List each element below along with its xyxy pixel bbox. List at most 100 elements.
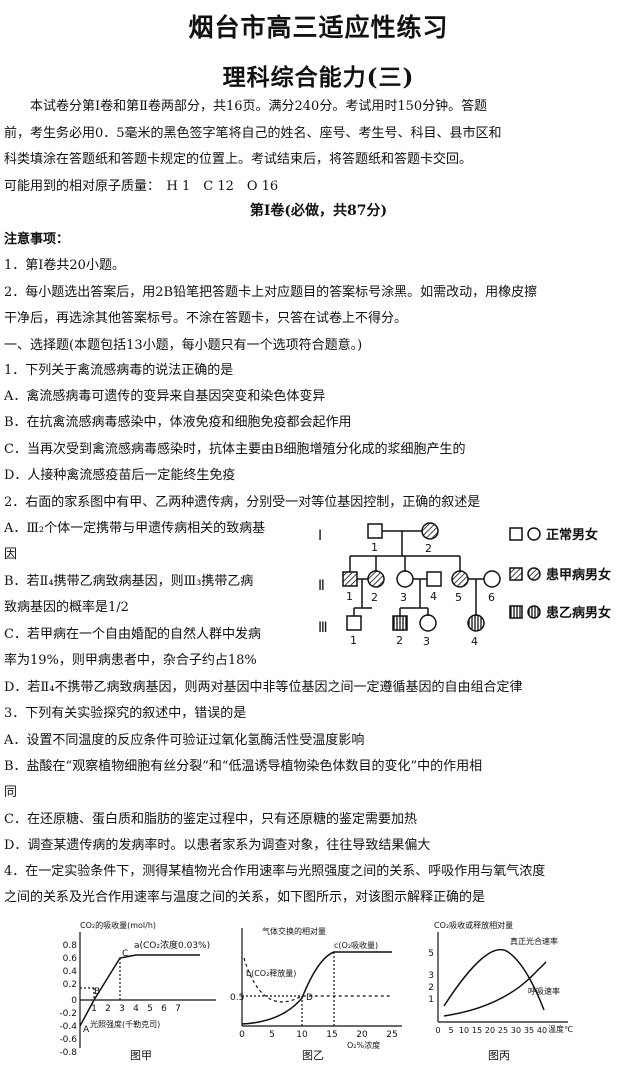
svg-text:0.5: 0.5 — [230, 993, 244, 1003]
female-normal — [396, 570, 414, 588]
svg-text:3: 3 — [400, 591, 407, 604]
svg-text:4: 4 — [430, 590, 437, 603]
svg-text:30: 30 — [511, 1026, 521, 1035]
svg-text:真正光合速率: 真正光合速率 — [510, 936, 558, 946]
male-normal — [426, 571, 442, 587]
svg-text:C: C — [122, 949, 128, 959]
svg-text:6: 6 — [488, 591, 495, 604]
svg-text:3: 3 — [428, 971, 434, 981]
svg-text:0: 0 — [71, 996, 77, 1006]
male-normal — [367, 523, 383, 539]
option-c: C．若甲病在一个自由婚配的自然人群中发病 — [4, 627, 261, 642]
svg-text:c(O₂吸收量): c(O₂吸收量) — [334, 940, 378, 950]
svg-text:a(CO₂浓度0.03%): a(CO₂浓度0.03%) — [134, 939, 210, 951]
option-d: D．若Ⅱ₄不携带乙病致病基因，则两对基因中非等位基因之间一定遵循基因的自由组合定… — [4, 680, 523, 695]
gen-label: Ⅲ — [318, 620, 328, 636]
note-line: 干净后，再选涂其他答案标号。不涂在答题卡，只答在试卷上不得分。 — [4, 311, 408, 326]
svg-text:15: 15 — [326, 1030, 337, 1040]
notes-title: 注意事项： — [4, 232, 70, 247]
svg-text:2: 2 — [371, 591, 378, 604]
svg-text:CO₂的吸收量(mol/h): CO₂的吸收量(mol/h) — [80, 920, 156, 930]
svg-text:5: 5 — [147, 1004, 153, 1014]
svg-text:5: 5 — [269, 1030, 275, 1040]
svg-text:0.8: 0.8 — [63, 941, 78, 951]
atomic-mass-line: 可能用到的相对原子质量： H 1 C 12 O 16 — [4, 179, 279, 194]
option-b-cont: 同 — [4, 785, 18, 800]
svg-text:5: 5 — [455, 591, 462, 604]
female-disease-a — [367, 570, 385, 588]
figure-bing: CO₂吸收或释放相对量 5 3 2 1 0 5 10 15 20 25 30 3… — [428, 920, 573, 1062]
svg-text:2: 2 — [425, 542, 432, 555]
option-b-cont: 致病基因的概率是1/2 — [4, 600, 129, 615]
legend-label: 患甲病男女 — [546, 567, 611, 583]
svg-text:0.6: 0.6 — [63, 954, 78, 964]
note-line: 1．第Ⅰ卷共20小题。 — [4, 258, 125, 273]
svg-text:35: 35 — [524, 1026, 534, 1035]
svg-text:气体交换的相对量: 气体交换的相对量 — [262, 926, 326, 936]
question-stem: 1．下列关于禽流感病毒的说法正确的是 — [4, 363, 234, 378]
part-title: 一、选择题(本题包括13小题，每小题只有一个选项符合题意。) — [4, 338, 363, 353]
page-subtitle: 理科综合能力(三) — [222, 64, 415, 91]
figure-caption: 图丙 — [488, 1049, 510, 1062]
svg-text:1: 1 — [346, 590, 353, 603]
option-a: A．Ⅲ₂个体一定携带与甲遗传病相关的致病基 — [4, 521, 266, 536]
question-stem-cont: 之间的关系及光合作用速率与温度之间的关系，如下图所示，对该图示解释正确的是 — [4, 890, 486, 905]
option-a: A．禽流感病毒可遗传的变异来自基因突变和染色体变异 — [4, 389, 326, 404]
svg-text:7: 7 — [175, 1004, 181, 1014]
option-a: A．设置不同温度的反应条件可验证过氧化氢酶活性受温度影响 — [4, 733, 365, 748]
svg-text:1: 1 — [428, 995, 434, 1005]
svg-text:20: 20 — [356, 1030, 368, 1040]
question-stem: 3．下列有关实验探究的叙述中，错误的是 — [4, 706, 247, 721]
svg-text:4: 4 — [471, 635, 478, 648]
svg-text:b(CO₂释放量): b(CO₂释放量) — [246, 968, 296, 978]
question-stem: 4．在一定实验条件下，测得某植物光合作用速率与光照强度之间的关系、呼吸作用与氧气… — [4, 864, 546, 879]
intro-line: 前，考生务必用0．5毫米的黑色签字笔将自己的姓名、座号、考生号、科目、县市区和 — [4, 126, 502, 141]
svg-text:25: 25 — [386, 1030, 397, 1040]
svg-text:2: 2 — [105, 1004, 111, 1014]
option-a-cont: 因 — [4, 547, 18, 562]
svg-text:0.4: 0.4 — [63, 967, 78, 977]
male-normal — [346, 615, 362, 631]
svg-text:5: 5 — [448, 1026, 453, 1035]
section-title: 第Ⅰ卷(必做，共87分) — [249, 203, 388, 219]
svg-text:40: 40 — [537, 1026, 547, 1035]
option-c: C．在还原糖、蛋白质和脂肪的鉴定过程中，只有还原糖的鉴定需要加热 — [4, 812, 417, 827]
svg-text:-0.4: -0.4 — [59, 1022, 77, 1032]
svg-text:温度℃: 温度℃ — [548, 1024, 573, 1034]
option-d: D．人接种禽流感疫苗后一定能终生免疫 — [4, 468, 236, 483]
svg-text:O₂%浓度: O₂%浓度 — [347, 1040, 380, 1050]
svg-text:0: 0 — [239, 1030, 245, 1040]
figure-jia: CO₂的吸收量(mol/h) 0.8 0.6 0.4 0.2 0 -0.2 -0… — [59, 920, 216, 1062]
svg-text:A: A — [83, 1025, 90, 1035]
page-title: 烟台市高三适应性练习 — [188, 13, 449, 42]
legend-label: 正常男女 — [546, 527, 598, 543]
male-disease-a — [342, 571, 358, 587]
svg-text:25: 25 — [498, 1026, 508, 1035]
svg-text:2: 2 — [428, 983, 434, 993]
svg-text:3: 3 — [423, 635, 430, 648]
svg-text:D: D — [306, 993, 313, 1003]
intro-line: 科类填涂在答题纸和答题卡规定的位置上。考试结束后，将答题纸和答题卡交回。 — [4, 152, 473, 167]
svg-text:4: 4 — [133, 1004, 139, 1014]
figure-caption: 图乙 — [302, 1049, 324, 1062]
option-b: B．在抗禽流感病毒感染中，体液免疫和细胞免疫都会起作用 — [4, 415, 352, 430]
female-normal — [483, 570, 501, 588]
svg-text:0.2: 0.2 — [63, 980, 77, 990]
gen-label: Ⅱ — [318, 578, 325, 594]
svg-text:1: 1 — [350, 634, 357, 647]
option-c-cont: 率为19%，则甲病患者中，杂合子约占18% — [4, 653, 257, 668]
intro-line: 本试卷分第Ⅰ卷和第Ⅱ卷两部分，共16页。满分240分。考试用时150分钟。答题 — [4, 99, 488, 114]
option-b: B．若Ⅱ₄携带乙病致病基因，则Ⅲ₃携带乙病 — [4, 574, 254, 589]
svg-text:呼吸速率: 呼吸速率 — [528, 986, 560, 996]
svg-text:6: 6 — [161, 1004, 167, 1014]
female-disease-b — [467, 614, 485, 632]
svg-text:1: 1 — [91, 1004, 97, 1014]
question-stem: 2．右面的家系图中有甲、乙两种遗传病，分别受一对等位基因控制，正确的叙述是 — [4, 495, 481, 510]
option-b: B．盐酸在“观察植物细胞有丝分裂”和“低温诱导植物染色体数目的变化”中的作用相 — [4, 759, 483, 774]
svg-text:2: 2 — [396, 634, 403, 647]
svg-text:光照强度(千勒克司): 光照强度(千勒克司) — [90, 1019, 160, 1029]
option-d: D．调查某遗传病的发病率时。以患者家系为调查对象，往往导致结果偏大 — [4, 838, 431, 853]
note-line: 2．每小题选出答案后，用2B铅笔把答题卡上对应题目的答案标号涂黑。如需改动，用橡… — [4, 285, 538, 300]
legend-label: 患乙病男女 — [546, 605, 611, 621]
